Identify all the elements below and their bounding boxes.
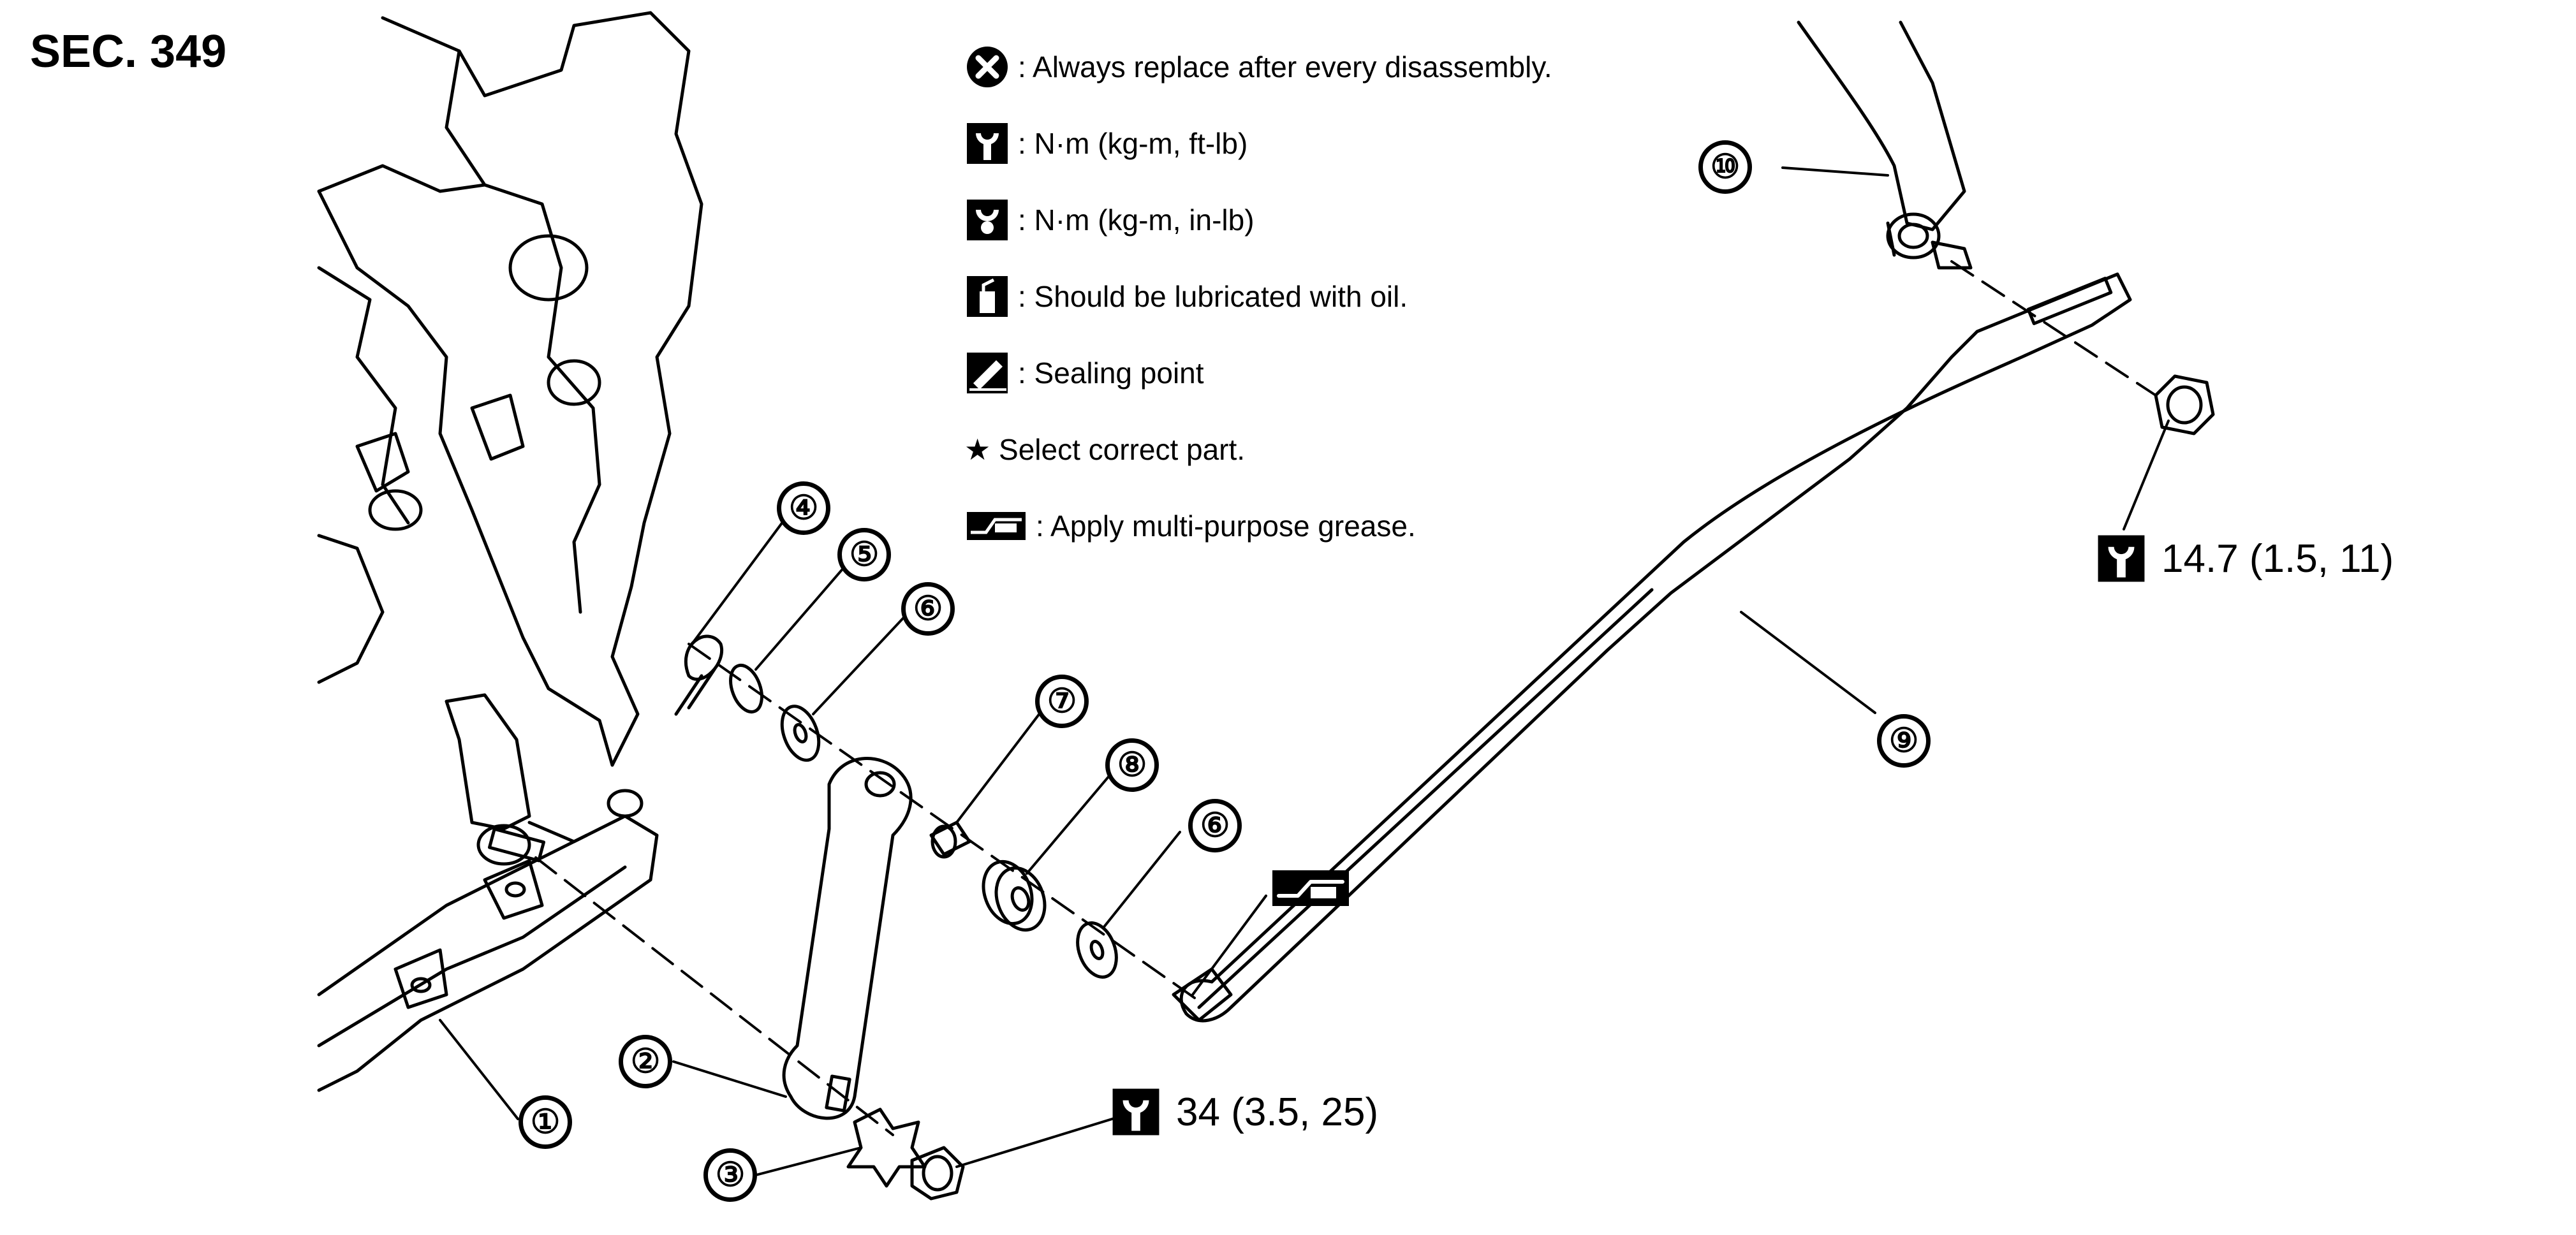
grease-gun-icon bbox=[967, 512, 1026, 540]
legend-text-oil: : Should be lubricated with oil. bbox=[1018, 280, 1408, 313]
callout-10: ⑩ bbox=[1698, 140, 1752, 194]
legend-text-torque-inlb: : N·m (kg-m, in-lb) bbox=[1018, 203, 1255, 237]
callout-2: ② bbox=[619, 1035, 672, 1088]
callout-6: ⑥ bbox=[901, 582, 955, 636]
legend-text-select: ★ Select correct part. bbox=[964, 433, 1246, 466]
legend-row-torque-inlb: : N·m (kg-m, in-lb) bbox=[964, 182, 1666, 258]
legend-text-replace: : Always replace after every disassembly… bbox=[1018, 50, 1552, 84]
x-circle-icon bbox=[967, 47, 1008, 87]
callout-7: ⑦ bbox=[1035, 675, 1089, 728]
small-parts bbox=[674, 634, 1118, 979]
legend-row-replace: : Always replace after every disassembly… bbox=[964, 29, 1666, 105]
legend-row-grease: : Apply multi-purpose grease. bbox=[964, 488, 1666, 564]
callout-3: ③ bbox=[703, 1148, 757, 1202]
oil-can-icon bbox=[967, 276, 1008, 317]
callout-4: ④ bbox=[777, 481, 830, 535]
legend-text-torque-ftlb: : N·m (kg-m, ft-lb) bbox=[1018, 127, 1248, 160]
legend-text-grease: : Apply multi-purpose grease. bbox=[1036, 509, 1416, 543]
torque-value-rod-nut: 14.7 (1.5, 11) bbox=[2161, 536, 2394, 581]
callout-6-second: ⑥ bbox=[1188, 799, 1242, 852]
legend-row-torque-ftlb: : N·m (kg-m, ft-lb) bbox=[964, 105, 1666, 182]
rod-nut bbox=[2154, 374, 2215, 435]
leader-lines bbox=[439, 166, 2170, 1176]
lock-washer-and-nut bbox=[846, 1107, 965, 1201]
callout-8: ⑧ bbox=[1105, 738, 1159, 792]
section-label: SEC. 349 bbox=[30, 26, 227, 77]
legend-row-oil: : Should be lubricated with oil. bbox=[964, 258, 1666, 335]
torque-wrench-icon bbox=[1112, 1088, 1159, 1136]
legend: : Always replace after every disassembly… bbox=[964, 29, 1666, 564]
torque-wrench-icon bbox=[967, 123, 1008, 164]
legend-row-sealing: : Sealing point bbox=[964, 335, 1666, 411]
torque-wrench-inlb-icon bbox=[967, 200, 1008, 240]
sealing-icon bbox=[967, 353, 1008, 393]
upper-lever bbox=[1797, 20, 1973, 270]
torque-spec-rod-nut: 14.7 (1.5, 11) bbox=[2095, 532, 2394, 585]
torque-wrench-icon bbox=[2098, 535, 2145, 582]
grease-gun-marker-icon bbox=[1272, 870, 1349, 906]
torque-spec-lever-nut: 34 (3.5, 25) bbox=[1110, 1086, 1378, 1138]
legend-text-sealing: : Sealing point bbox=[1018, 356, 1204, 390]
callout-9: ⑨ bbox=[1877, 714, 1931, 768]
legend-row-select: ★ Select correct part. bbox=[964, 411, 1666, 488]
callout-5: ⑤ bbox=[837, 528, 891, 581]
callout-1: ① bbox=[519, 1095, 572, 1149]
lower-lever-part bbox=[782, 757, 913, 1120]
torque-value-lever-nut: 34 (3.5, 25) bbox=[1176, 1090, 1379, 1134]
transmission-case bbox=[317, 11, 703, 1092]
